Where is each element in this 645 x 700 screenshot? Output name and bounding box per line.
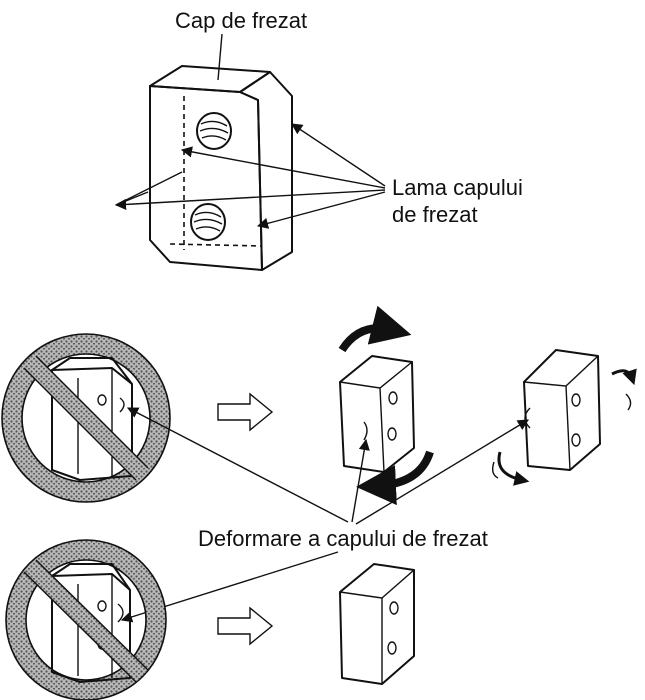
blade-label-line2: de frezat [392,202,478,227]
deformed-block-side [524,350,600,470]
correct-block [340,564,414,684]
deformed-block-front [340,356,414,472]
prohibited-sign-icon [2,334,170,502]
curved-rotation-arrow-icon [493,371,632,480]
deformation-label: Deformare a capului de frezat [198,526,488,551]
curved-rotation-arrow-icon [342,328,430,486]
hollow-right-arrow-icon [218,394,272,430]
blade-leader-lines [116,124,385,226]
cutter-head-label: Cap de frezat [175,8,307,33]
bolt-icon [197,113,231,149]
hollow-right-arrow-icon [218,608,272,644]
blade-label-line1: Lama capului [392,175,523,200]
bolt-icon [191,204,225,240]
cutter-head-block [150,66,292,270]
prohibited-sign-icon [6,540,166,700]
deformation-leader-lines [122,408,528,620]
